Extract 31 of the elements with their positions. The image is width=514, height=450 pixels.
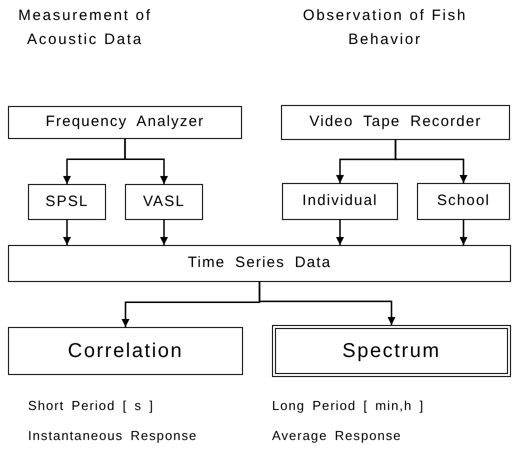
box-label: Correlation [68, 339, 184, 364]
process-box [8, 106, 242, 139]
box-label: Time Series Data [188, 253, 332, 274]
box-label: Individual [302, 191, 378, 212]
process-box [8, 327, 243, 375]
process-box [8, 245, 511, 282]
process-box [282, 183, 398, 220]
process-box [125, 184, 203, 220]
column-heading: Observation of Fish Behavior [302, 6, 468, 50]
box-label: Spectrum [342, 339, 441, 364]
arrow [460, 220, 468, 245]
arrow [160, 220, 168, 245]
arrow [258, 282, 396, 325]
arrow [336, 220, 344, 245]
box-label: VASL [142, 192, 186, 212]
process-box [28, 184, 106, 220]
column-heading: Measurement of Acoustic Data [17, 6, 153, 50]
process-box [281, 105, 510, 140]
note-text: Instantaneous Response [28, 427, 198, 445]
note-text: Short Period [ s ] [28, 397, 154, 415]
arrow [124, 139, 168, 184]
box-label: SPSL [45, 192, 89, 212]
note-text: Average Response [272, 427, 402, 445]
box-label: Frequency Analyzer [46, 112, 204, 132]
note-text: Long Period [ min,h ] [272, 397, 424, 415]
box-label: School [436, 191, 490, 212]
process-box [417, 183, 510, 220]
arrow [63, 220, 71, 245]
process-box [272, 325, 511, 377]
box-label: Video Tape Recorder [309, 112, 482, 132]
arrow [394, 140, 468, 183]
